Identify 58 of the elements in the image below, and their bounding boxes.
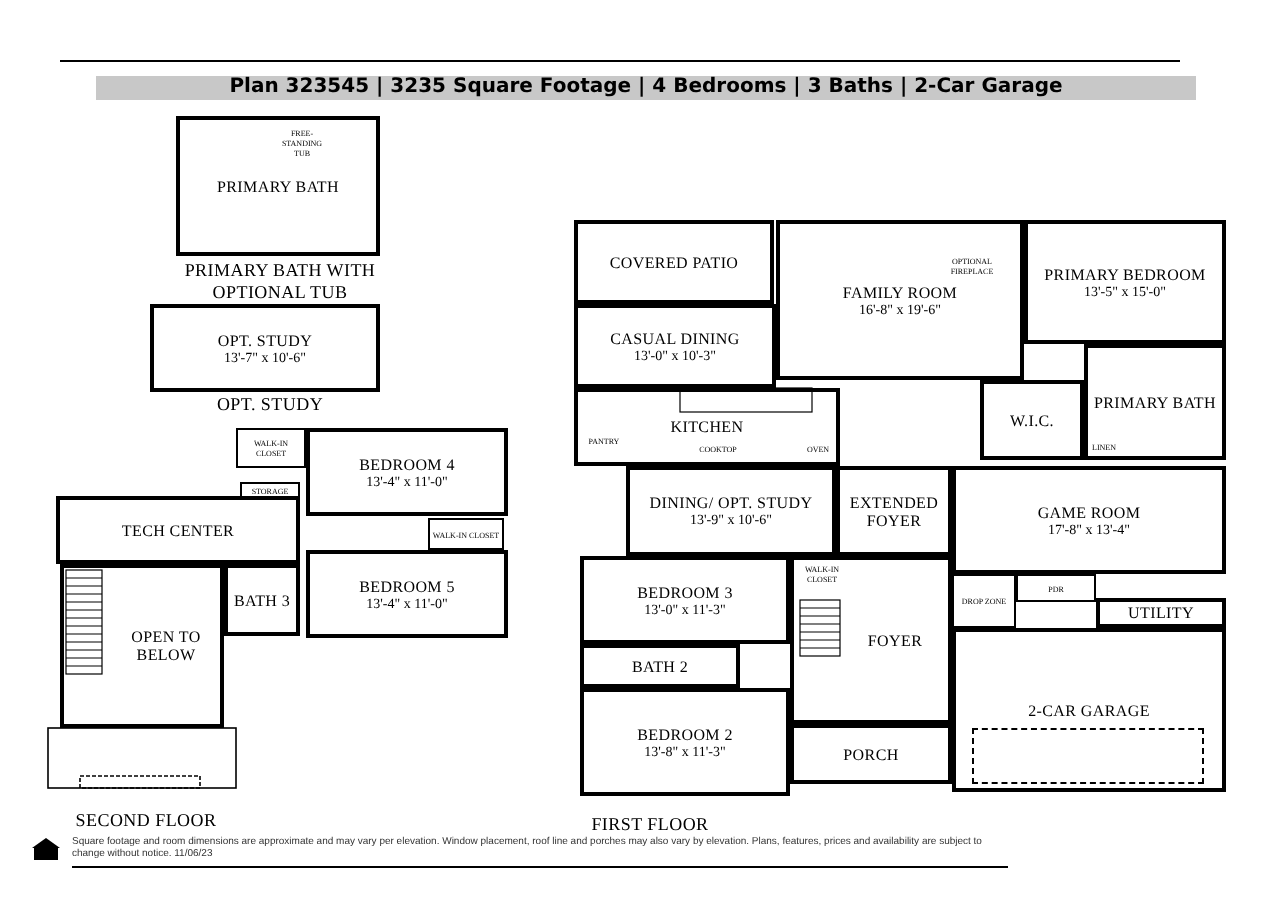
- room-name: PRIMARY BEDROOM: [1044, 265, 1206, 283]
- room-outline: [306, 428, 508, 516]
- room-name: PORCH: [843, 745, 899, 763]
- closet-area: [1016, 574, 1096, 602]
- room-name: DINING/ OPT. STUDY: [649, 494, 813, 512]
- room-name: FOYER: [867, 631, 923, 649]
- room-name: BATH 3: [233, 591, 291, 609]
- room-outline: [1024, 220, 1226, 344]
- room-name: PRIMARY BATH: [1093, 393, 1216, 411]
- room-name: BEDROOM 3: [637, 583, 733, 601]
- room-name: UTILITY: [1128, 604, 1194, 622]
- room-outline: [776, 220, 1024, 380]
- room-outline: [580, 688, 790, 796]
- room-name: PRIMARY BATH: [216, 177, 339, 195]
- room-name: BEDROOM 5: [359, 577, 455, 595]
- plan-caption: FIRST FLOOR: [589, 814, 711, 836]
- room-name: OPEN TO BELOW: [129, 628, 203, 664]
- plan-caption: PRIMARY BATH WITH OPTIONAL TUB: [182, 260, 378, 304]
- room-outline: [150, 304, 380, 392]
- closet-area: [240, 482, 300, 500]
- room-name: TECH CENTER: [121, 521, 235, 539]
- room-outline: [790, 724, 952, 784]
- plan-caption: OPT. STUDY: [214, 394, 326, 416]
- room-outline: [1096, 598, 1226, 628]
- room-name: W.I.C.: [1009, 411, 1055, 429]
- room-name: BEDROOM 4: [359, 455, 455, 473]
- room-outline: [176, 116, 380, 256]
- room-outline: [56, 496, 300, 564]
- closet-area: [428, 518, 504, 550]
- room-outline: [224, 564, 300, 636]
- room-outline: [574, 304, 776, 388]
- room-name: KITCHEN: [670, 418, 744, 436]
- room-outline: [574, 220, 774, 304]
- room-outline: [306, 550, 508, 638]
- room-outline: [580, 644, 740, 688]
- room-name: BATH 2: [631, 657, 689, 675]
- room-outline: [952, 466, 1226, 574]
- room-outline: [626, 466, 836, 556]
- room-name: COVERED PATIO: [609, 253, 739, 271]
- room-name: CASUAL DINING: [610, 329, 740, 347]
- room-outline: [60, 564, 224, 728]
- room-name: BEDROOM 2: [637, 725, 733, 743]
- room-name: FAMILY ROOM: [842, 283, 958, 301]
- room-outline: [790, 556, 952, 724]
- room-outline: [980, 380, 1084, 460]
- closet-area: [236, 428, 306, 468]
- room-outline: [952, 628, 1226, 792]
- room-outline: [1084, 344, 1226, 460]
- room-outline: [580, 556, 790, 644]
- room-name: EXTENDED FOYER: [847, 493, 941, 529]
- plan-summary-bar: Plan 323545 | 3235 Square Footage | 4 Bedrooms | 3 Baths | 2-Car Garage: [96, 76, 1196, 100]
- room-outline: [574, 388, 840, 466]
- room-name: GAME ROOM: [1037, 503, 1141, 521]
- room-name: OPT. STUDY: [217, 331, 313, 349]
- closet-area: [952, 574, 1016, 628]
- room-name: 2-CAR GARAGE: [1028, 701, 1150, 719]
- room-outline: [836, 466, 952, 556]
- plan-caption: SECOND FLOOR: [73, 810, 219, 832]
